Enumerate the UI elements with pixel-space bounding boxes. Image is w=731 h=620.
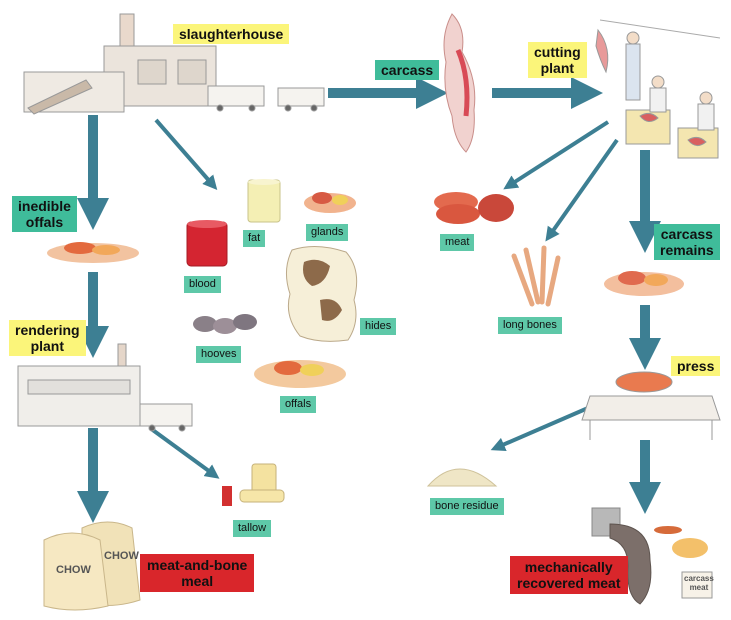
label-carcass: carcass	[375, 60, 440, 80]
offals-pile-illustration	[47, 242, 139, 263]
label-mechanically-recovered-meat: mechanically recovered meat	[510, 556, 628, 594]
meat-illustration	[434, 192, 514, 224]
label-offals: offals	[280, 396, 317, 413]
label-press: press	[671, 356, 721, 376]
label-hides: hides	[360, 318, 397, 335]
flow-arrows	[77, 76, 662, 524]
slaughterhouse-illustration	[23, 13, 325, 115]
label-glands: glands	[306, 224, 349, 241]
label-slaughterhouse: slaughterhouse	[173, 24, 290, 44]
cutting-plant-illustration	[595, 19, 721, 159]
recovered-meat-illustration	[591, 507, 713, 605]
chow-bag-back-text: CHOW	[104, 550, 139, 562]
label-hooves: hooves	[196, 346, 242, 363]
label-meat-and-bone-meal: meat-and-bone meal	[140, 554, 255, 592]
bone-residue-illustration	[426, 468, 498, 487]
can-label-text: carcass meat	[684, 574, 714, 592]
arrow-press-to-bone-residue	[490, 406, 589, 452]
arrow-rendering-to-tallow	[148, 426, 220, 479]
tallow-illustration	[222, 463, 285, 506]
offals-illustration	[254, 360, 346, 388]
label-meat: meat	[440, 234, 475, 251]
label-carcass-remains: carcass remains	[654, 224, 720, 260]
label-tallow: tallow	[233, 520, 272, 537]
arrow-cutting-to-long-bones	[545, 138, 619, 242]
label-inedible-offals: inedible offals	[12, 196, 77, 232]
chow-bags-illustration	[43, 521, 141, 611]
hooves-illustration	[193, 314, 257, 334]
rendering-plant-illustration	[17, 343, 193, 432]
blood-jar-illustration	[186, 220, 228, 267]
label-cutting-plant: cutting plant	[528, 42, 587, 78]
arrow-slaughterhouse-to-byproducts	[154, 118, 218, 191]
label-fat: fat	[243, 230, 266, 247]
label-rendering-plant: rendering plant	[9, 320, 86, 356]
carcass-remains-illustration	[604, 271, 684, 296]
label-blood: blood	[184, 276, 221, 293]
label-bone-residue: bone residue	[430, 498, 504, 515]
fat-jar-illustration	[247, 179, 281, 223]
hides-illustration	[286, 246, 358, 342]
chow-bag-front-text: CHOW	[56, 564, 91, 576]
long-bones-illustration	[511, 245, 561, 307]
arrow-cutting-to-meat	[503, 120, 610, 190]
press-illustration	[581, 371, 721, 440]
label-long-bones: long bones	[498, 317, 562, 334]
carcass-illustration	[443, 13, 476, 153]
glands-pile-illustration	[304, 192, 356, 213]
